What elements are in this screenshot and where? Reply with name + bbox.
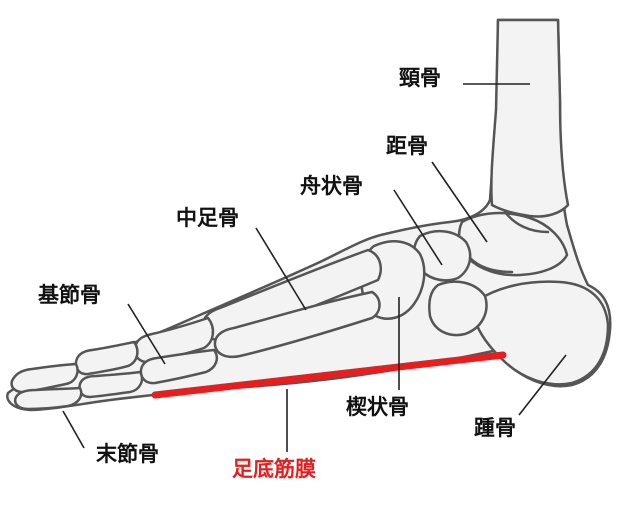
- proximal-phalanx-bone-2: [139, 348, 218, 385]
- tibia-bone: [490, 18, 570, 218]
- label-tibia: 頸骨: [399, 66, 441, 90]
- proximal-phalanx-bone-1: [133, 316, 215, 364]
- calcaneus-bone: [473, 280, 610, 386]
- label-proximal-phalanx: 基節骨: [38, 283, 101, 307]
- leader-navicular: [393, 189, 443, 266]
- label-distal-phalanx: 末節骨: [96, 442, 159, 466]
- ankle-joint-detail: [468, 210, 550, 274]
- leader-distal-phalanx: [62, 410, 85, 449]
- leader-proximal-phalanx: [127, 303, 166, 365]
- label-cuneiform: 楔状骨: [346, 395, 409, 419]
- label-talus: 距骨: [386, 134, 428, 158]
- leader-calcaneus: [518, 354, 567, 416]
- plantar-fascia-band: [151, 351, 507, 399]
- label-navicular: 舟状骨: [300, 174, 363, 198]
- distal-phalanx-bone: [10, 362, 79, 394]
- metatarsal-bone-2: [213, 290, 381, 359]
- distal-phalanx-bone-2: [13, 386, 83, 411]
- label-calcaneus: 踵骨: [474, 416, 516, 440]
- leader-metatarsal: [255, 227, 307, 311]
- cuboid-bone: [428, 280, 488, 337]
- label-plantar-fascia: 足底筋膜: [232, 457, 316, 481]
- leader-talus: [431, 161, 488, 243]
- label-metatarsal: 中足骨: [176, 206, 239, 230]
